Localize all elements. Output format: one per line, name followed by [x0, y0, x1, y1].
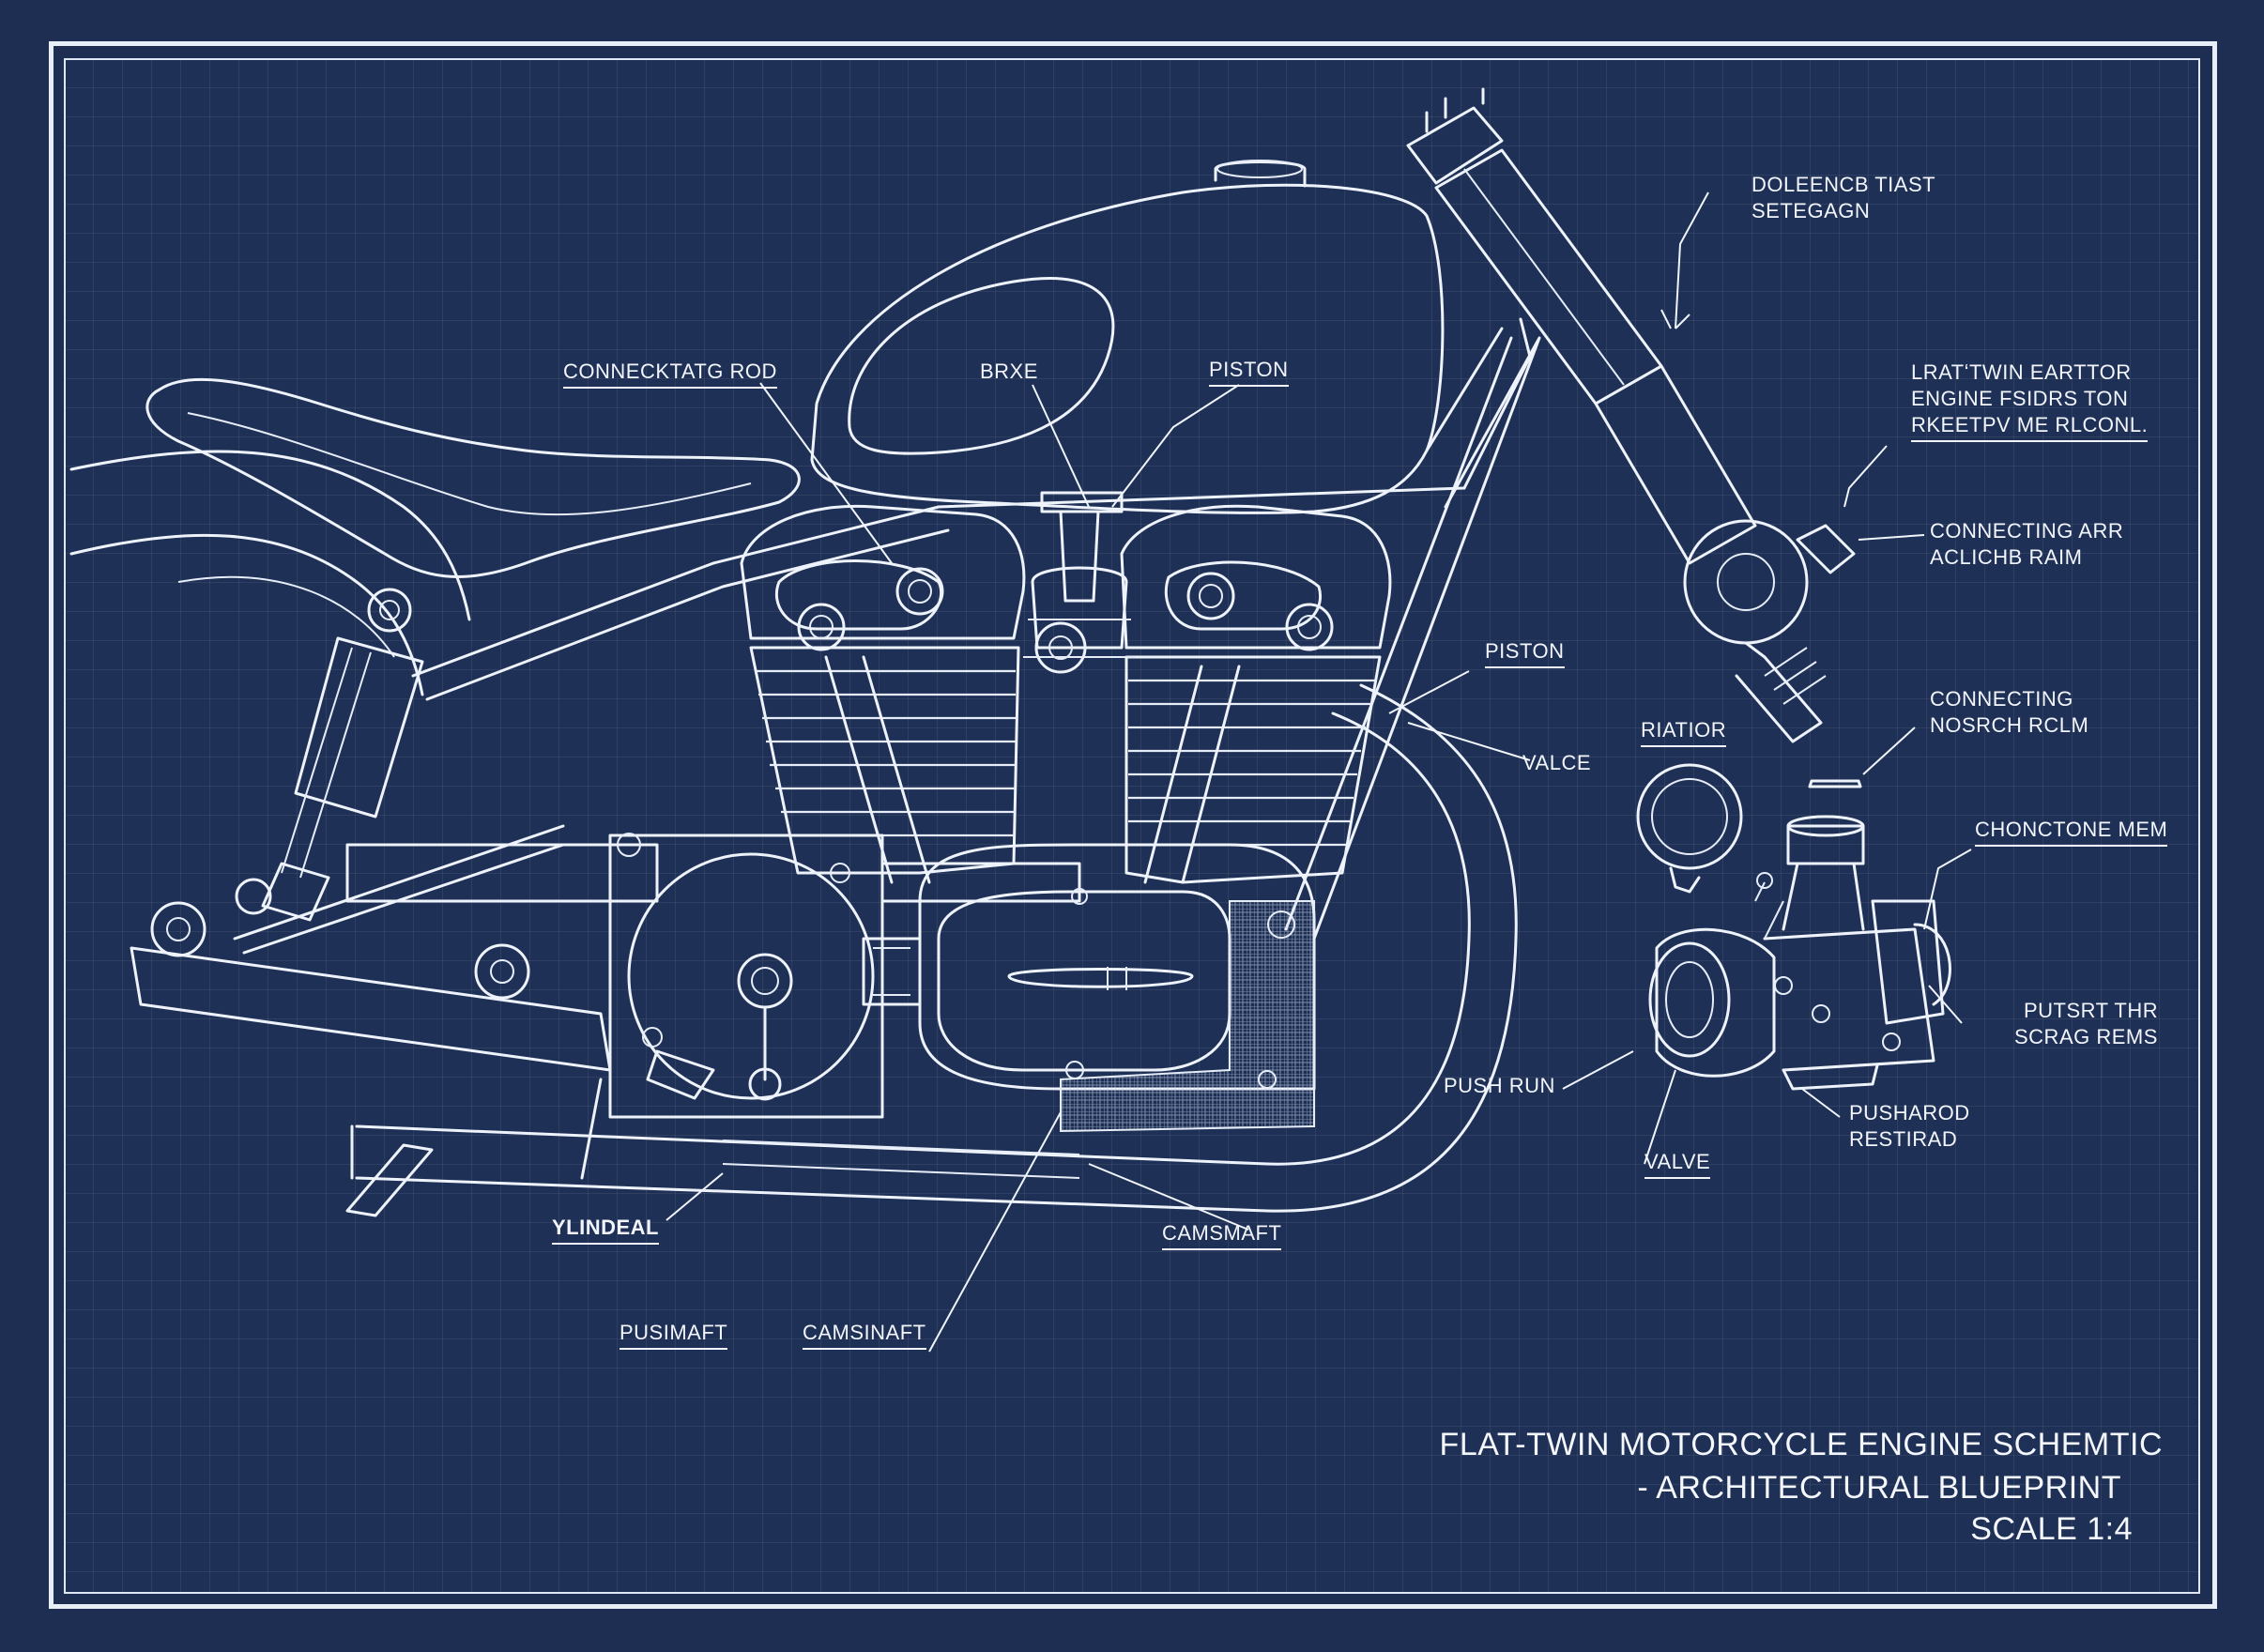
label-connecting-arr-line2: ACLICHB RAIM: [1930, 545, 2083, 569]
title-line-1: FLAT-TWIN MOTORCYCLE ENGINE SCHEMTIC: [1439, 1427, 2163, 1462]
exhaust-pipe: [345, 683, 1518, 1217]
label-chonctone: CHONCTONE MEM: [1975, 817, 2168, 847]
rear-fender: [69, 450, 471, 696]
label-brake: BRXE: [980, 359, 1038, 383]
label-putsrt-line2: SCRAG REMS: [2014, 1025, 2158, 1048]
right-cylinder: [1120, 504, 1392, 884]
label-valce: VALCE: [1522, 751, 1592, 774]
label-camshaft-bottom: CAMSINAFT: [803, 1320, 926, 1350]
exploded-ring: [1636, 763, 1862, 894]
left-cylinder: [740, 504, 1026, 884]
front-fork: [1406, 87, 1757, 565]
frame: [233, 317, 1541, 955]
label-doleencb-line1: DOLEENCB TIAST: [1752, 173, 1936, 196]
engine-cover: [918, 843, 1316, 1133]
label-connecting-line1: CONNECTING: [1930, 687, 2073, 711]
fuel-tank: [810, 160, 1445, 514]
label-cylinder: YLINDEAL: [552, 1215, 659, 1245]
swing-arm: [130, 843, 659, 1072]
headlight: [1683, 519, 1856, 743]
label-riator: RIATIOR: [1641, 717, 1727, 747]
label-flat-twin-line2: ENGINE FSIDRS TON: [1911, 387, 2129, 410]
rear-shock-absorber: [235, 588, 424, 922]
label-pusharod-line2: RESTIRAD: [1849, 1127, 1958, 1151]
label-doleencb-line2: SETEGAGN: [1752, 199, 1871, 222]
leader-lines: [665, 191, 1972, 1353]
outer-frame: [49, 41, 2217, 1609]
label-push-run: PUSH RUN: [1444, 1074, 1555, 1097]
inner-frame: [64, 58, 2200, 1594]
label-piston-mid: PISTON: [1485, 638, 1565, 668]
label-pusharod-line1: PUSHAROD: [1849, 1101, 1970, 1124]
center-piston-assembly: [1023, 491, 1136, 674]
label-pushaft: PUSIMAFT: [620, 1320, 728, 1350]
label-putsrt-line1: PUTSRT THR: [2024, 999, 2159, 1022]
label-connecting-arr-line1: CONNECTING ARR: [1930, 519, 2124, 543]
seat: [145, 377, 801, 578]
label-valve: VALVE: [1644, 1149, 1711, 1179]
label-camshaft-right: CAMSMAFT: [1162, 1220, 1282, 1250]
label-flat-twin-line3: RKEETPV ME RLCONL.: [1911, 412, 2149, 442]
label-connecting-line2: NOSRCH RCLM: [1930, 713, 2089, 737]
label-piston-top: PISTON: [1209, 357, 1289, 387]
title-line-2: - ARCHITECTURAL BLUEPRINT: [1637, 1470, 2121, 1506]
label-flat-twin-line1: LRATʻTWIN EARTTOR: [1911, 360, 2132, 384]
exploded-carburetor: [1648, 815, 1951, 1091]
label-connecting-rod: CONNECKTATG ROD: [563, 359, 777, 389]
title-scale: SCALE 1:4: [1970, 1511, 2133, 1547]
